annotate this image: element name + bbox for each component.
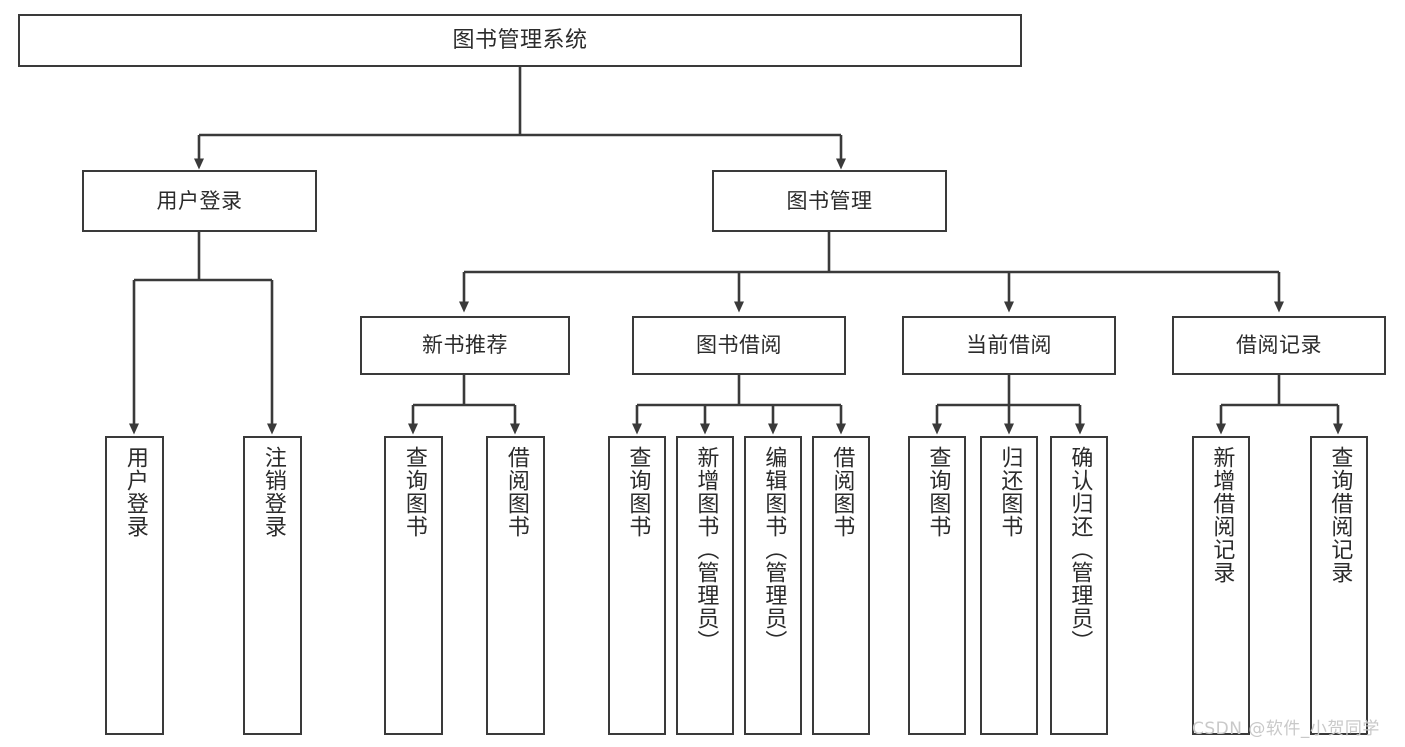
leaf-borrow-book-new-label: 借阅图书 xyxy=(503,446,529,538)
leaf-borrow-book-label: 借阅图书 xyxy=(829,446,855,538)
leaf-borrow-book[interactable]: 借阅图书 xyxy=(812,436,870,735)
leaf-add-book-admin-label: 新增图书（管理员） xyxy=(693,446,719,653)
watermark: CSDN @软件_小贺同学 xyxy=(1192,719,1380,739)
leaf-logout[interactable]: 注销登录 xyxy=(243,436,302,735)
leaf-add-borrow-record[interactable]: 新增借阅记录 xyxy=(1192,436,1250,735)
leaf-query-book-borrow-label: 查询图书 xyxy=(625,446,651,538)
leaf-add-book-admin[interactable]: 新增图书（管理员） xyxy=(676,436,734,735)
node-root-label: 图书管理系统 xyxy=(452,27,588,53)
leaf-query-book-borrow[interactable]: 查询图书 xyxy=(608,436,666,735)
leaf-confirm-return-admin[interactable]: 确认归还（管理员） xyxy=(1050,436,1108,735)
leaf-query-borrow-record[interactable]: 查询借阅记录 xyxy=(1310,436,1368,735)
leaf-add-borrow-record-label: 新增借阅记录 xyxy=(1209,446,1235,584)
leaf-query-book-current-label: 查询图书 xyxy=(925,446,951,538)
node-borrow-record-label: 借阅记录 xyxy=(1236,333,1322,358)
leaf-query-borrow-record-label: 查询借阅记录 xyxy=(1327,446,1353,584)
node-user-login-label: 用户登录 xyxy=(156,188,243,213)
node-book-borrow-label: 图书借阅 xyxy=(696,333,782,358)
node-current-borrow-label: 当前借阅 xyxy=(966,333,1052,358)
leaf-query-book-new-label: 查询图书 xyxy=(401,446,427,538)
leaf-return-book-label: 归还图书 xyxy=(997,446,1023,538)
leaf-return-book[interactable]: 归还图书 xyxy=(980,436,1038,735)
leaf-user-login-label: 用户登录 xyxy=(122,446,148,538)
node-borrow-record[interactable]: 借阅记录 xyxy=(1172,316,1386,375)
leaf-logout-label: 注销登录 xyxy=(260,446,286,538)
node-new-book-recommend[interactable]: 新书推荐 xyxy=(360,316,570,375)
node-root[interactable]: 图书管理系统 xyxy=(18,14,1022,67)
leaf-query-book-new[interactable]: 查询图书 xyxy=(384,436,443,735)
leaf-user-login[interactable]: 用户登录 xyxy=(105,436,164,735)
leaf-edit-book-admin[interactable]: 编辑图书（管理员） xyxy=(744,436,802,735)
node-user-login[interactable]: 用户登录 xyxy=(82,170,317,232)
node-book-management-label: 图书管理 xyxy=(786,188,873,213)
leaf-edit-book-admin-label: 编辑图书（管理员） xyxy=(761,446,787,653)
node-current-borrow[interactable]: 当前借阅 xyxy=(902,316,1116,375)
node-book-management[interactable]: 图书管理 xyxy=(712,170,947,232)
leaf-borrow-book-new[interactable]: 借阅图书 xyxy=(486,436,545,735)
node-new-book-recommend-label: 新书推荐 xyxy=(422,333,508,358)
leaf-query-book-current[interactable]: 查询图书 xyxy=(908,436,966,735)
leaf-confirm-return-admin-label: 确认归还（管理员） xyxy=(1067,446,1093,653)
node-book-borrow[interactable]: 图书借阅 xyxy=(632,316,846,375)
